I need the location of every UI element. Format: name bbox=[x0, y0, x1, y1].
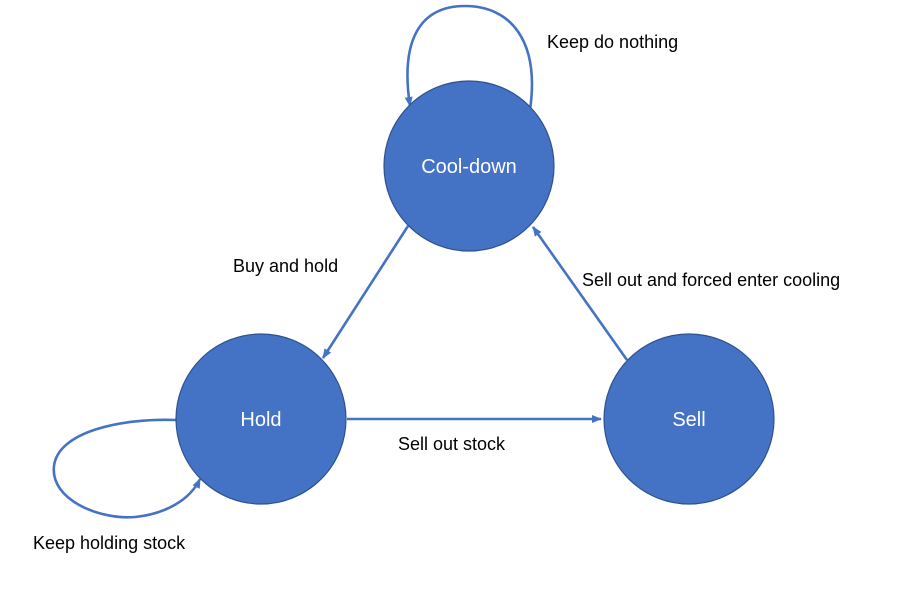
label-buy-and-hold: Buy and hold bbox=[233, 256, 338, 276]
label-keep-holding-stock: Keep holding stock bbox=[33, 533, 186, 553]
state-hold: Hold bbox=[175, 333, 347, 505]
label-keep-do-nothing: Keep do nothing bbox=[547, 32, 678, 52]
state-sell-circle bbox=[603, 333, 775, 505]
edge-hold-self-loop bbox=[52, 418, 202, 519]
edge-sell-to-cooldown bbox=[531, 226, 629, 361]
state-hold-label: Hold bbox=[240, 409, 281, 431]
state-cooldown-circle bbox=[383, 80, 555, 252]
state-cooldown-label: Cool-down bbox=[421, 156, 517, 178]
edge-cooldown-to-hold bbox=[321, 225, 410, 359]
edge-cooldown-self-loop bbox=[404, 4, 534, 111]
state-hold-circle bbox=[175, 333, 347, 505]
label-sell-out-forced-cooling: Sell out and forced enter cooling bbox=[582, 270, 840, 290]
state-cooldown: Cool-down bbox=[383, 80, 555, 252]
state-sell-label: Sell bbox=[672, 409, 705, 431]
label-sell-out-stock: Sell out stock bbox=[398, 434, 506, 454]
state-sell: Sell bbox=[603, 333, 775, 505]
